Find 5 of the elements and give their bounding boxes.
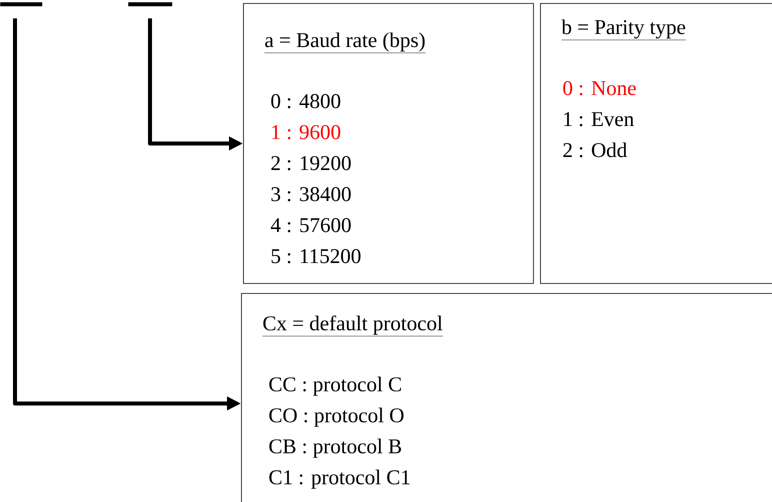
info-box: a = Baud rate (bps) 0 : 4800 1 : 9600 2 : 19200 3 : 38400 4 : 57600 5 : 115200 [243,3,534,284]
bar [128,2,172,6]
info-box: Cx = default protocol CC : protocol C CO : protocol O CB : protocol B C1 : protocol C1 [241,293,772,502]
info-box: b = Parity type 0 : None 1 : Even 2 : Odd [540,3,772,284]
bar [0,2,42,6]
